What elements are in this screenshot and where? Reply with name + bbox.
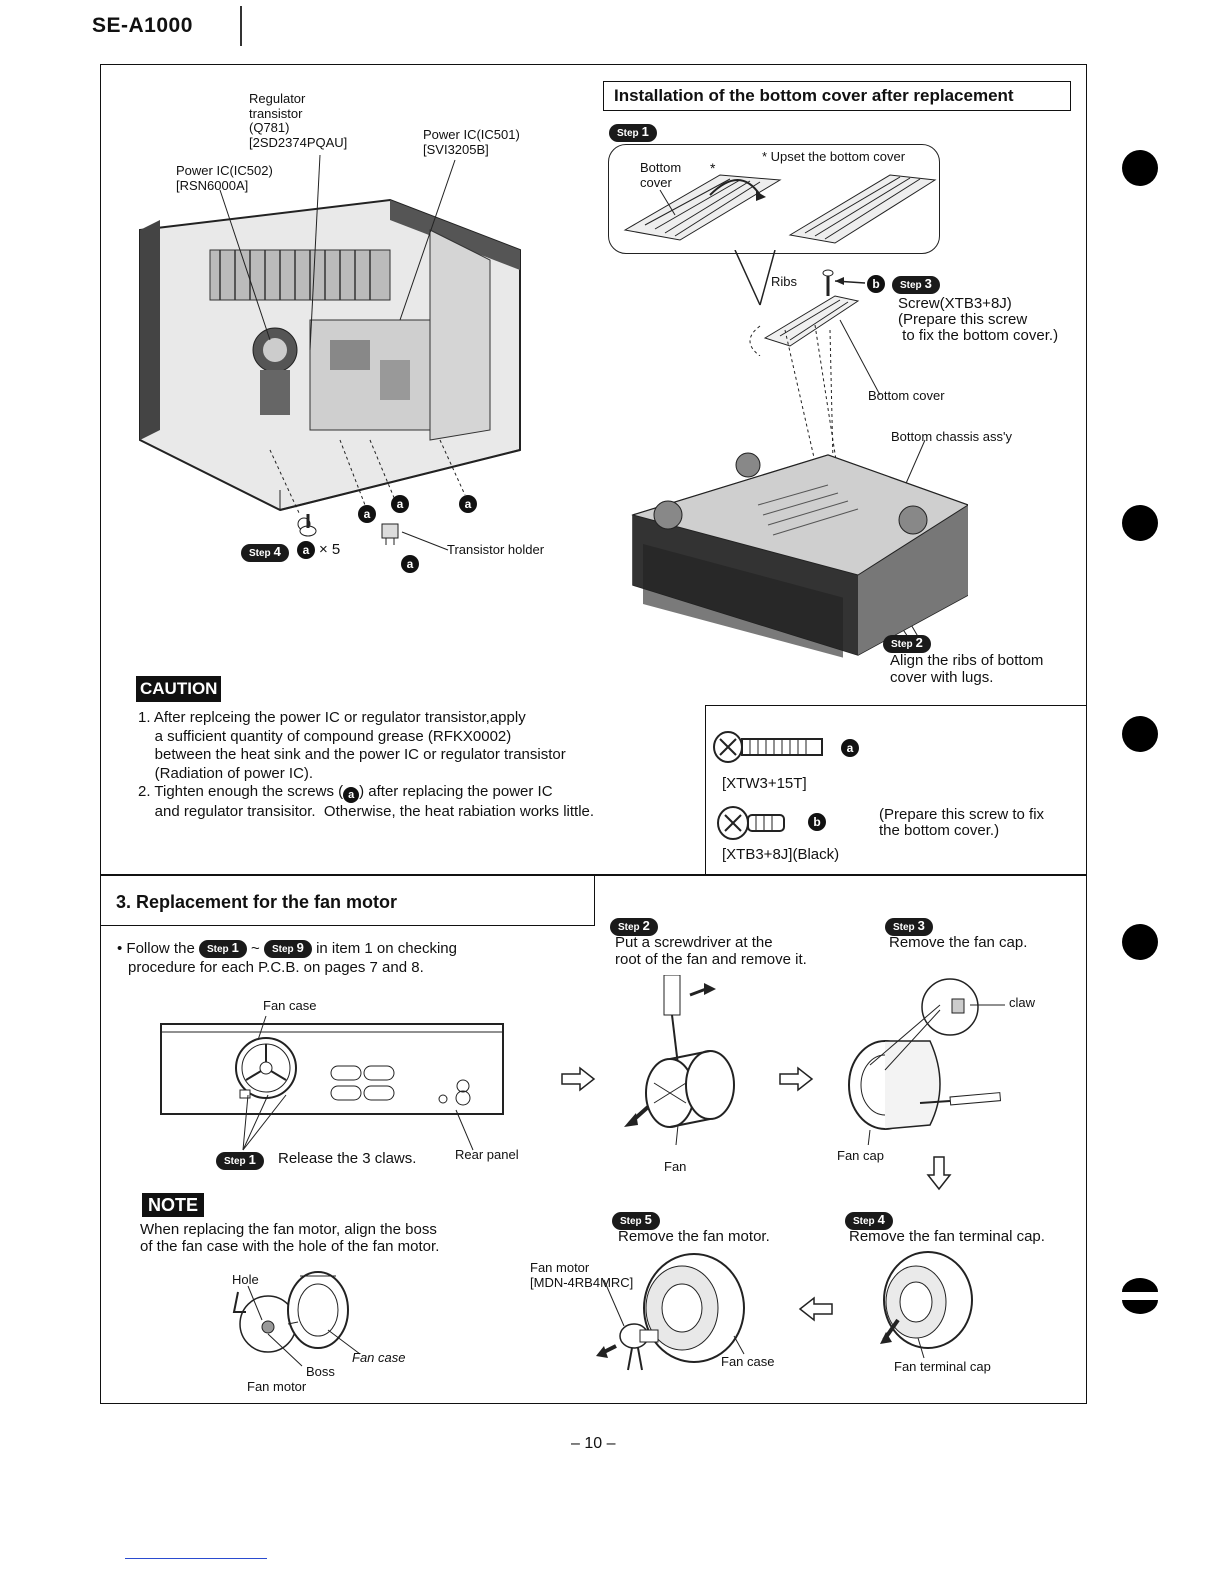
fan-cap-illustration xyxy=(840,975,1010,1145)
release-claws-text: Release the 3 claws. xyxy=(278,1151,416,1167)
caution-line: between the heat sink and the power IC o… xyxy=(138,746,594,765)
fan-screwdriver-illustration xyxy=(620,975,750,1145)
arrow-down-icon xyxy=(926,1155,952,1191)
fan-motor-note-label: Fan motor xyxy=(247,1379,306,1395)
screw-a-marker: a xyxy=(391,495,409,513)
unit-bottom-illustration xyxy=(628,445,968,665)
fan-case-label: Fan case xyxy=(263,998,316,1014)
follow-line-2: procedure for each P.C.B. on pages 7 and… xyxy=(128,960,424,976)
bottom-chassis-label: Bottom chassis ass'y xyxy=(891,429,1012,445)
screw-a-marker: a xyxy=(459,495,477,513)
screw-a-marker: a xyxy=(841,739,859,757)
screw-a-marker: a xyxy=(297,541,315,559)
transistor-holder-label: Transistor holder xyxy=(447,542,544,558)
screw-b-part-number: [XTB3+8J](Black) xyxy=(722,847,839,863)
binding-hole xyxy=(1122,505,1158,541)
caution-list: 1. After replceing the power IC or regul… xyxy=(138,709,594,822)
boss-label: Boss xyxy=(306,1364,335,1380)
install-title: Installation of the bottom cover after r… xyxy=(603,81,1071,111)
binding-hole-partial xyxy=(1122,1278,1158,1314)
fan-terminal-cap-label: Fan terminal cap xyxy=(894,1359,991,1375)
caution-tag: CAUTION xyxy=(136,676,221,702)
fan-cap-label: Fan cap xyxy=(837,1148,884,1164)
screw-b-drawing xyxy=(716,805,788,841)
regulator-transistor-label: Regulator transistor (Q781) [2SD2374PQAU… xyxy=(249,92,347,150)
binding-hole xyxy=(1122,150,1158,186)
upset-note: * Upset the bottom cover xyxy=(762,149,905,165)
step4-text: Remove the fan terminal cap. xyxy=(849,1229,1045,1245)
fan-label: Fan xyxy=(664,1159,686,1175)
screw-a-marker: a xyxy=(343,787,359,803)
fan-case-step5-label: Fan case xyxy=(721,1354,774,1370)
arrow-left-icon xyxy=(798,1296,834,1322)
binding-hole xyxy=(1122,716,1158,752)
screw-b-note: (Prepare this screw to fix the bottom co… xyxy=(879,807,1044,839)
leader-line xyxy=(400,530,450,554)
power-ic502-label: Power IC(IC502) [RSN6000A] xyxy=(176,163,273,193)
step2-text: Put a screwdriver at the root of the fan… xyxy=(615,935,807,968)
screw-a-marker: a xyxy=(358,505,376,523)
model-number: SE-A1000 xyxy=(92,18,193,34)
align-ribs-text: Align the ribs of bottom cover with lugs… xyxy=(890,653,1043,686)
fan-terminal-cap-illustration xyxy=(868,1250,978,1360)
header-rule xyxy=(240,6,242,46)
caution-line: 1. After replceing the power IC or regul… xyxy=(138,709,594,728)
note-tag: NOTE xyxy=(142,1193,204,1217)
screw-b-marker: b xyxy=(808,813,826,831)
screw-a-marker: a xyxy=(401,555,419,573)
page-number: – 10 – xyxy=(571,1436,615,1452)
power-ic501-label: Power IC(IC501) [SVI3205B] xyxy=(423,127,520,157)
caution-line: a sufficient quantity of compound grease… xyxy=(138,728,594,747)
footer-rule xyxy=(125,1558,267,1559)
screw-a-part-number: [XTW3+15T] xyxy=(722,776,807,792)
screw-a-drawing xyxy=(712,730,827,764)
binding-hole xyxy=(1122,924,1158,960)
rear-panel-label: Rear panel xyxy=(455,1147,519,1163)
hole-label: Hole xyxy=(232,1272,259,1288)
fan-case-note-label: Fan case xyxy=(352,1350,405,1366)
arrow-right-icon xyxy=(778,1066,814,1092)
fan-section-title: 3. Replacement for the fan motor xyxy=(116,892,397,912)
bottom-cover-callout: Bottom cover xyxy=(868,388,945,404)
caution-line: and regulator transisitor. Otherwise, th… xyxy=(138,803,594,822)
arrow-right-icon xyxy=(560,1066,596,1092)
screw-b-marker: b xyxy=(867,275,885,293)
note-text: When replacing the fan motor, align the … xyxy=(140,1222,439,1255)
step5-text: Remove the fan motor. xyxy=(618,1229,770,1245)
leader-lines-left xyxy=(200,150,500,530)
step3-text: Remove the fan cap. xyxy=(889,935,1027,951)
screw-quantity: × 5 xyxy=(319,542,340,558)
caution-line-5: 2. Tighten enough the screws (a) after r… xyxy=(138,783,594,803)
caution-line: (Radiation of power IC). xyxy=(138,765,594,784)
claw-label: claw xyxy=(1009,995,1035,1011)
screw-icon xyxy=(296,512,320,538)
bottom-cover-illustration xyxy=(620,165,940,250)
